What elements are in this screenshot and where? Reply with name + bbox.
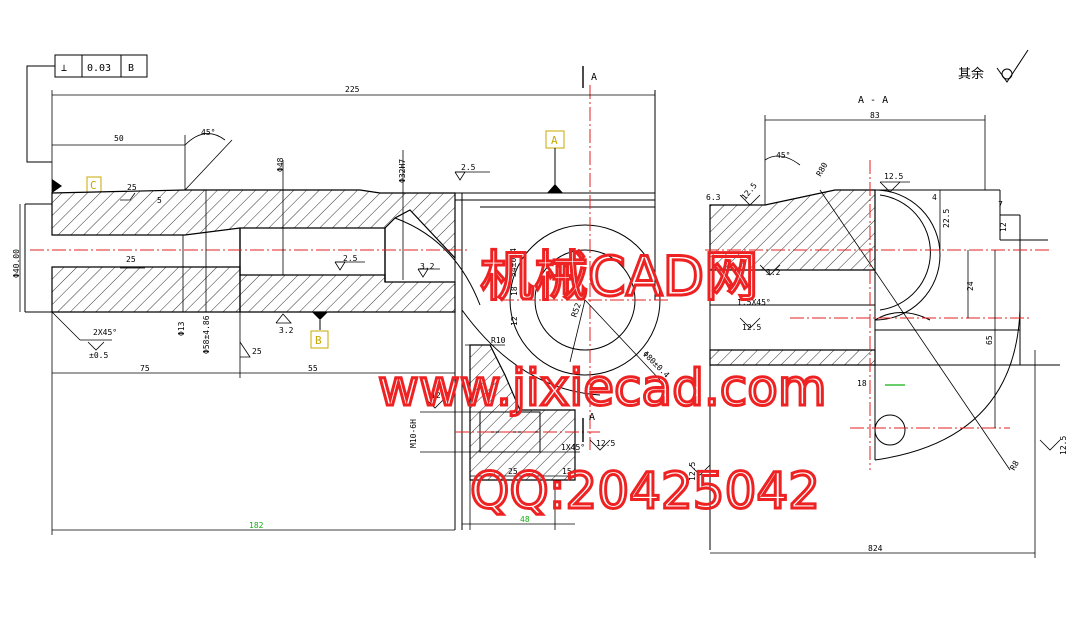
svg-text:12.5: 12.5 [1059, 436, 1068, 455]
svg-text:3.2: 3.2 [279, 326, 294, 335]
datum-a-label: A [551, 134, 558, 147]
svg-text:M10-6H: M10-6H [409, 419, 418, 448]
svg-text:18: 18 [510, 286, 519, 296]
main-section-view [24, 90, 661, 530]
feature-control-frame: ⊥ 0.03 B [26, 54, 148, 193]
svg-text:±0.5: ±0.5 [89, 351, 108, 360]
svg-text:25: 25 [508, 467, 518, 476]
section-label-bottom: A [589, 412, 595, 423]
svg-text:4: 4 [932, 193, 937, 202]
svg-text:3.2: 3.2 [420, 262, 435, 271]
section-label-top: A [591, 72, 597, 83]
svg-text:83: 83 [870, 111, 880, 120]
svg-text:54±0.4: 54±0.4 [509, 248, 518, 277]
section-title: A - A [858, 95, 888, 106]
dim-overall: 225 [345, 85, 360, 94]
svg-text:R8: R8 [1008, 459, 1021, 472]
svg-text:R80: R80 [815, 161, 830, 178]
datum-reference: B [128, 63, 134, 74]
datum-b-label: B [315, 334, 322, 347]
surface-finish-icon [996, 49, 1029, 83]
svg-text:2.5: 2.5 [343, 254, 358, 263]
datum-b-box [310, 330, 329, 349]
svg-text:25: 25 [252, 347, 262, 356]
svg-text:824: 824 [868, 544, 883, 553]
svg-text:12.5: 12.5 [742, 323, 761, 332]
svg-text:55: 55 [308, 364, 318, 373]
svg-text:12.5: 12.5 [596, 439, 615, 448]
svg-text:50: 50 [114, 134, 124, 143]
watermark-title: 机械CAD网 [480, 245, 758, 308]
svg-text:5: 5 [157, 196, 162, 205]
watermark-url: www.jixiecad.com [378, 359, 827, 417]
svg-text:Φ58±4.86: Φ58±4.86 [202, 315, 211, 354]
watermark-qq: QQ:20425042 [470, 462, 820, 520]
svg-text:Φ13: Φ13 [177, 321, 186, 336]
svg-text:2X45°: 2X45° [93, 328, 117, 337]
svg-text:65: 65 [985, 335, 994, 345]
svg-text:7: 7 [998, 200, 1003, 209]
svg-text:12: 12 [510, 316, 519, 326]
section-aa-dimensions: 83 45° R80 12.5 6.3 12.5 22.5 4 7 12 24 … [688, 111, 1068, 558]
svg-text:75: 75 [140, 364, 150, 373]
svg-text:12.5: 12.5 [884, 172, 903, 181]
svg-text:12: 12 [999, 222, 1008, 232]
svg-text:12.5: 12.5 [431, 391, 450, 400]
svg-text:1.5X45°: 1.5X45° [737, 298, 771, 307]
svg-text:3.2: 3.2 [766, 268, 781, 277]
svg-text:45°: 45° [776, 151, 790, 160]
svg-text:Φ40.00: Φ40.00 [12, 249, 21, 278]
general-finish-note: 其余 [958, 66, 984, 82]
svg-text:1X45°: 1X45° [561, 443, 585, 452]
svg-text:25: 25 [127, 183, 137, 192]
svg-text:182: 182 [249, 521, 264, 530]
svg-text:Φ48: Φ48 [276, 157, 285, 172]
svg-text:R10: R10 [491, 336, 506, 345]
perpendicularity-symbol: ⊥ [61, 63, 67, 74]
svg-text:45°: 45° [201, 128, 215, 137]
svg-text:Φ32H7: Φ32H7 [398, 159, 407, 183]
datum-c-label: C [90, 179, 97, 192]
tolerance-value: 0.03 [87, 63, 111, 74]
svg-text:12.5: 12.5 [688, 462, 697, 481]
svg-text:6.3: 6.3 [706, 193, 721, 202]
svg-text:2.5: 2.5 [461, 163, 476, 172]
svg-text:48: 48 [520, 515, 530, 524]
svg-text:22.5: 22.5 [942, 209, 951, 228]
svg-text:15: 15 [562, 467, 572, 476]
svg-text:25: 25 [126, 255, 136, 264]
svg-text:18: 18 [857, 379, 867, 388]
svg-text:24: 24 [966, 281, 975, 291]
